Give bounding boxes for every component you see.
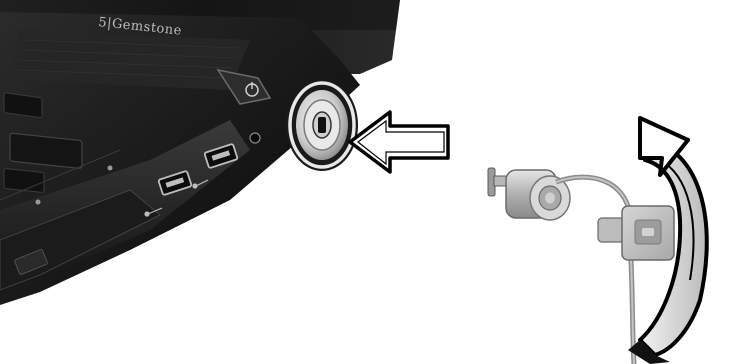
lock-slot (286, 79, 358, 171)
indicator-light (36, 200, 41, 205)
indicator-light (108, 166, 113, 171)
key (598, 206, 674, 260)
audio-jack (250, 133, 260, 143)
cable-lock (488, 168, 634, 364)
